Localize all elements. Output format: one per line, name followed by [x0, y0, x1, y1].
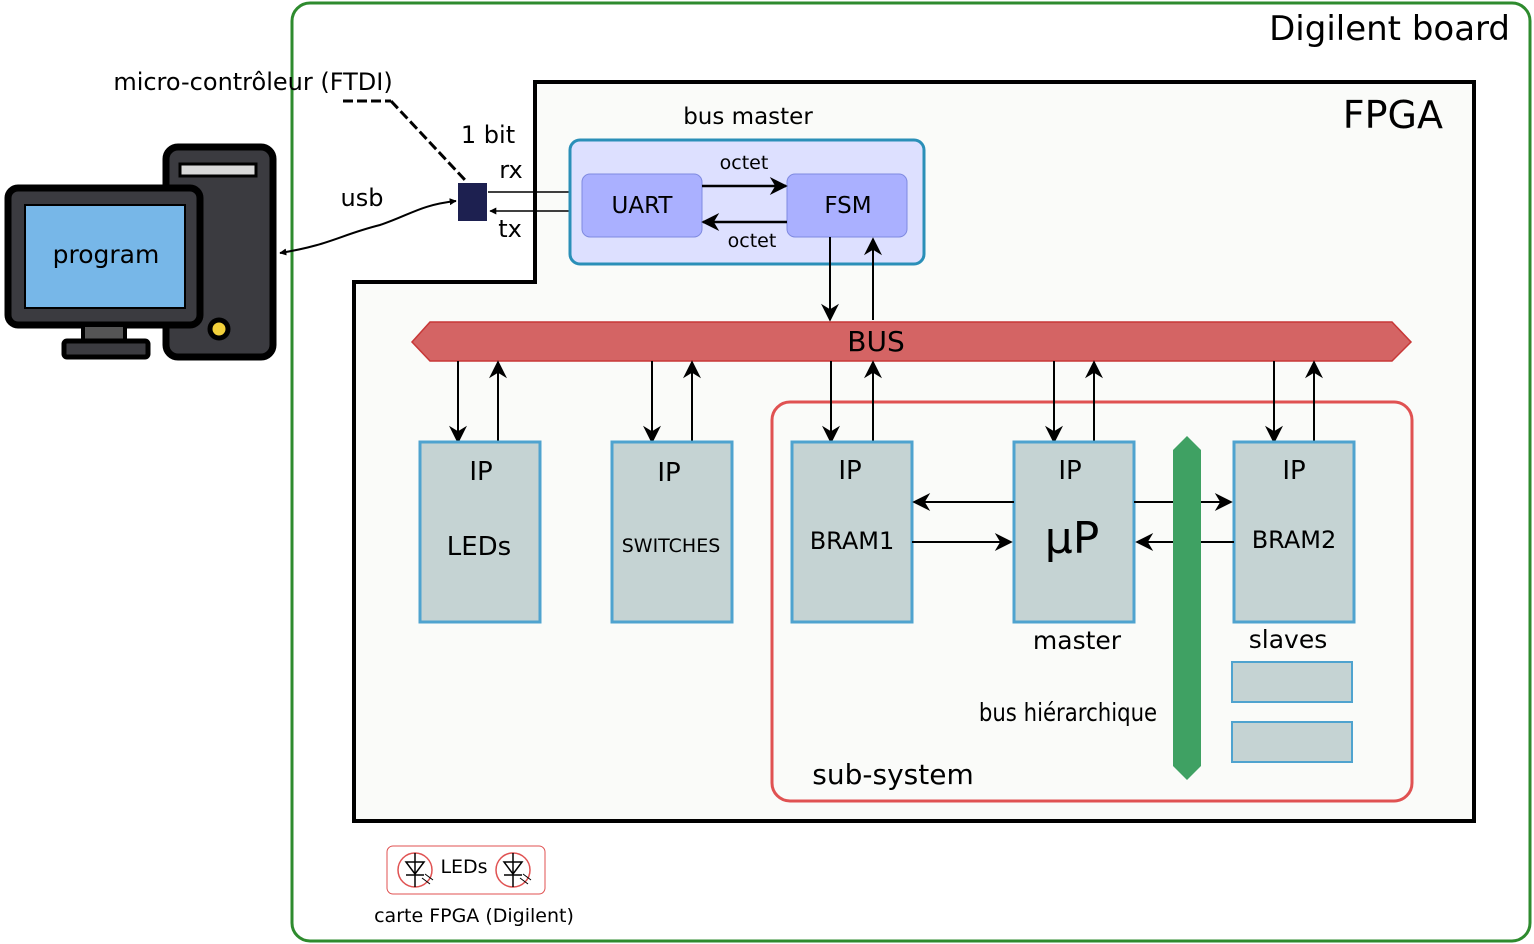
ip-switches-ip-label: IP: [657, 458, 680, 488]
ip-bram1-name: BRAM1: [810, 527, 895, 555]
subsystem-region: [770, 400, 1414, 803]
octet-top-label: octet: [720, 152, 769, 174]
uart-label: UART: [612, 193, 674, 219]
tx-label: tx: [498, 215, 522, 243]
usb-cable: [279, 198, 457, 256]
ip-bram2-name: BRAM2: [1252, 526, 1337, 554]
computer-icon: [4, 143, 277, 361]
bus-master-title: bus master: [683, 104, 813, 130]
program-label: program: [53, 240, 160, 269]
fpga-title: FPGA: [1343, 93, 1443, 137]
ip-bram2-block: [1232, 440, 1356, 624]
ip-switches-block: [610, 440, 734, 624]
ftdi-pointer-line-diag: [389, 99, 467, 182]
led-icon-right: [495, 852, 532, 888]
octet-bottom-label: octet: [728, 230, 777, 252]
slave-slot-1: [1231, 661, 1353, 703]
bus-label: BUS: [847, 325, 904, 358]
ip-up-name: µP: [1045, 513, 1100, 564]
hierarchical-bus-label: bus hiérarchique: [979, 698, 1157, 727]
subsystem-label: sub-system: [812, 758, 973, 791]
one-bit-label: 1 bit: [461, 121, 515, 149]
ip-switches-name: SWITCHES: [622, 535, 721, 557]
led-icon-left: [397, 852, 434, 888]
board-title: Digilent board: [1269, 9, 1510, 49]
ip-leds-name: LEDs: [447, 532, 511, 562]
uart-block: [581, 173, 703, 238]
usb-label: usb: [341, 184, 384, 212]
card-label: carte FPGA (Digilent): [374, 905, 574, 927]
ip-bram2-ip-label: IP: [1282, 456, 1305, 486]
ip-leds-block: [418, 440, 542, 624]
ftdi-chip: [458, 183, 487, 221]
rx-label: rx: [499, 156, 522, 184]
slaves-label: slaves: [1249, 625, 1328, 654]
ip-leds-ip-label: IP: [469, 457, 492, 487]
master-label: master: [1033, 626, 1122, 655]
main-bus: [410, 321, 1413, 362]
hierarchical-bus: [1173, 436, 1201, 780]
ip-bram1-ip-label: IP: [838, 456, 861, 486]
ip-up-block: [1012, 440, 1136, 624]
ip-up-ip-label: IP: [1058, 456, 1081, 486]
ftdi-label: micro-contrôleur (FTDI): [113, 68, 392, 96]
fsm-label: FSM: [824, 193, 871, 219]
legend-leds-label: LEDs: [440, 856, 487, 878]
ip-bram1-block: [790, 440, 914, 624]
slave-slot-2: [1231, 721, 1353, 763]
fsm-block: [786, 173, 908, 238]
